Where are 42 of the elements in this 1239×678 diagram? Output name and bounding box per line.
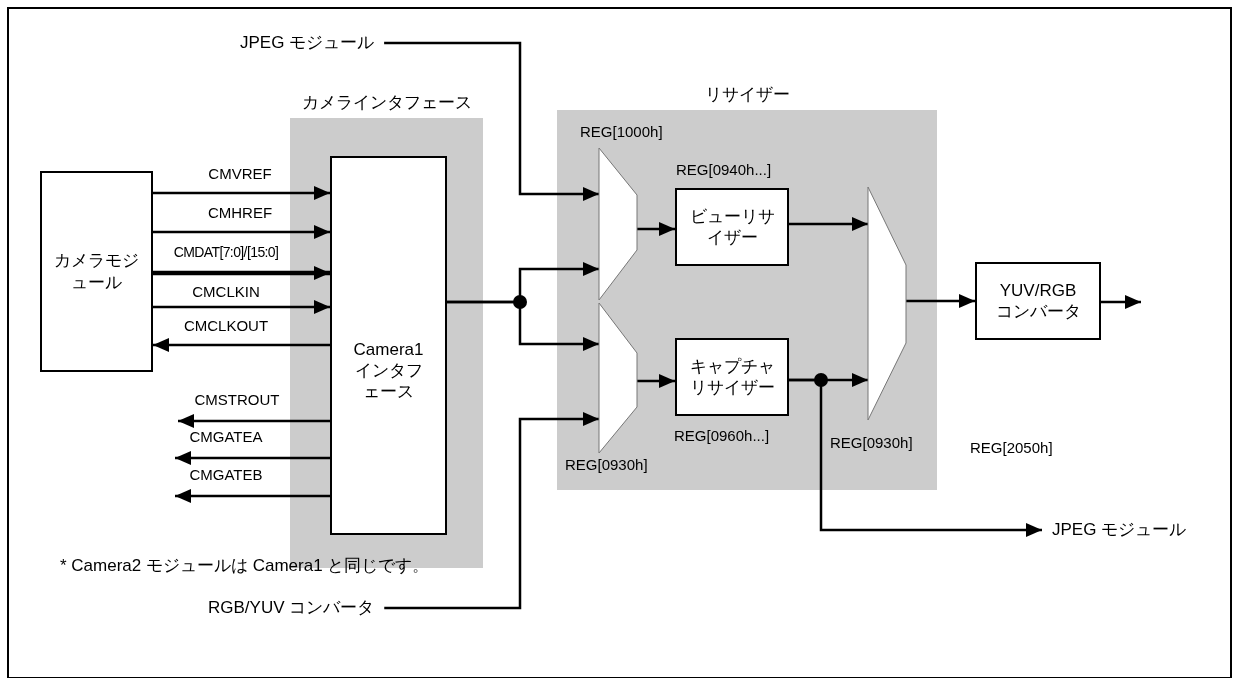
register-label: REG[0960h...]	[674, 428, 770, 445]
signal-label: CMSTROUT	[194, 392, 280, 409]
arrow	[789, 217, 868, 231]
arrow	[637, 374, 675, 388]
arrow	[153, 266, 330, 280]
module-label: JPEG モジュール	[1052, 520, 1187, 540]
signal-label: CMGATEA	[189, 429, 263, 446]
arrow	[175, 451, 330, 465]
arrow	[153, 186, 330, 200]
block-box: カメラモジュール	[40, 171, 153, 372]
arrow	[178, 414, 330, 428]
block-box: Camera1 インタフェース	[330, 156, 447, 535]
register-label: REG[0930h]	[830, 435, 913, 452]
block-box: YUV/RGB コンバータ	[975, 262, 1101, 340]
block-box: キャプチャリサイザー	[675, 338, 789, 416]
footnote: * Camera2 モジュールは Camera1 と同じです。	[60, 556, 430, 576]
panel-heading: リサイザー	[704, 84, 790, 106]
signal-label: CMHREF	[207, 205, 273, 222]
arrow	[153, 225, 330, 239]
arrow	[384, 41, 599, 201]
arrow	[1101, 295, 1141, 309]
signal-label: CMCLKOUT	[183, 318, 269, 335]
arrow	[153, 338, 330, 352]
arrow	[153, 300, 330, 314]
panel-heading: カメラインタフェース	[301, 92, 472, 114]
block-box: ビューリサイザー	[675, 188, 789, 266]
arrow	[637, 222, 675, 236]
arrow	[906, 294, 975, 308]
register-label: REG[0930h]	[565, 457, 648, 474]
signal-label: CMVREF	[208, 166, 272, 183]
signal-label: CMCLKIN	[192, 284, 260, 301]
register-label: REG[1000h]	[580, 124, 663, 141]
module-label: JPEG モジュール	[240, 33, 375, 53]
arrow	[789, 378, 1042, 537]
module-label: RGB/YUV コンバータ	[208, 598, 375, 618]
signal-label: CMGATEB	[189, 467, 263, 484]
arrow	[384, 412, 599, 610]
arrow	[447, 300, 599, 351]
arrow	[175, 489, 330, 503]
register-label: REG[2050h]	[970, 439, 1053, 457]
register-label: REG[0940h...]	[676, 162, 772, 179]
signal-label: CMDAT[7:0]/[15:0]	[173, 245, 279, 261]
